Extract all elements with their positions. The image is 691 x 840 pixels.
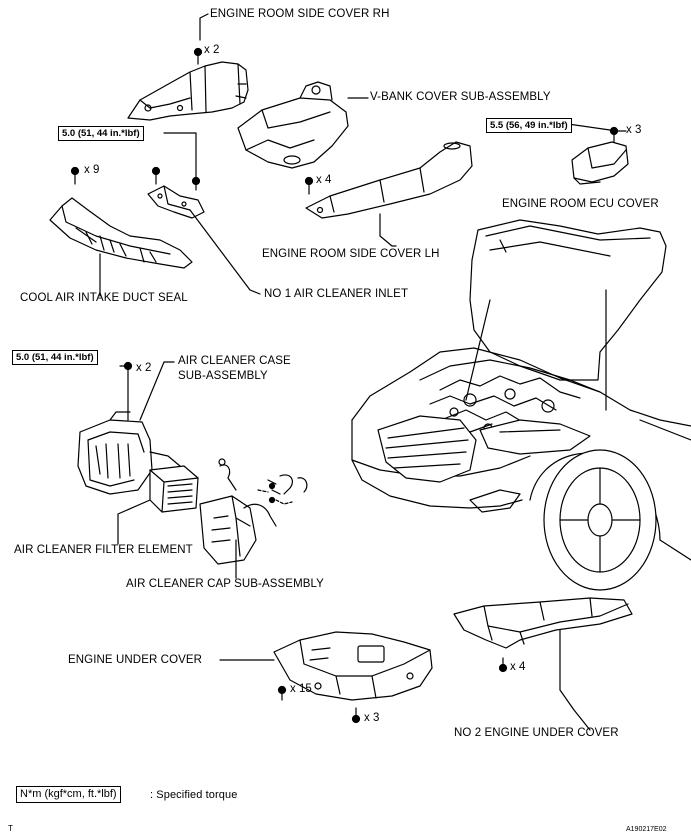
legend-description: : Specified torque xyxy=(150,789,238,801)
cool-air-intake-duct-seal-part xyxy=(49,197,193,269)
ecu-cover-part xyxy=(571,141,629,185)
label-engine-room-side-cover-lh: ENGINE ROOM SIDE COVER LH xyxy=(262,248,440,260)
vehicle-front-part xyxy=(351,219,691,591)
leader-inlet xyxy=(189,209,261,295)
qty-duct-seal-clips: x 9 xyxy=(84,164,100,176)
legend-torque-box: N*m (kgf*cm, ft.*lbf) xyxy=(16,786,121,803)
label-air-cleaner-case-line2: SUB-ASSEMBLY xyxy=(178,370,268,382)
air-cleaner-case-part xyxy=(77,411,181,495)
qty-no2-under-cover-bolts: x 4 xyxy=(510,661,526,673)
engine-room-side-cover-rh-part xyxy=(127,61,249,121)
label-cool-air-intake-duct-seal: COOL AIR INTAKE DUCT SEAL xyxy=(20,292,188,304)
label-v-bank-cover: V-BANK COVER SUB-ASSEMBLY xyxy=(370,91,551,103)
no2-under-cover-bolt xyxy=(498,657,508,673)
leader-case xyxy=(139,361,175,421)
duct-seal-clip xyxy=(70,166,80,185)
leader-lh-cover xyxy=(379,213,397,247)
leader-inlet-torque xyxy=(163,132,197,179)
engine-room-side-cover-lh-part xyxy=(305,141,473,219)
engine-under-cover-part xyxy=(273,631,433,701)
label-engine-room-side-cover-rh: ENGINE ROOM SIDE COVER RH xyxy=(210,8,390,20)
label-air-cleaner-cap: AIR CLEANER CAP SUB-ASSEMBLY xyxy=(126,578,324,590)
v-bank-cover-part xyxy=(237,81,349,169)
label-air-cleaner-filter-element: AIR CLEANER FILTER ELEMENT xyxy=(14,544,193,556)
label-engine-under-cover: ENGINE UNDER COVER xyxy=(68,654,203,666)
torque-inlet: 5.0 (51, 44 in.*lbf) xyxy=(58,126,144,141)
label-no1-air-cleaner-inlet: NO 1 AIR CLEANER INLET xyxy=(264,288,409,300)
qty-air-cleaner-case-bolts: x 2 xyxy=(136,362,152,374)
leader-no2-under-cover xyxy=(559,629,591,731)
under-cover-bolt-b xyxy=(351,707,361,724)
footer-left-mark: T xyxy=(8,824,13,833)
no1-air-cleaner-inlet-part xyxy=(147,185,205,219)
leader-rh-cover xyxy=(199,13,209,41)
qty-lh-cover-bolts: x 4 xyxy=(316,174,332,186)
air-cleaner-cap-part xyxy=(199,458,308,565)
leader-filter xyxy=(117,499,151,545)
qty-rh-cover-bolts: x 2 xyxy=(204,44,220,56)
under-cover-bolt-a xyxy=(277,685,287,701)
leader-ecu-torque xyxy=(567,123,611,131)
rh-cover-bolt xyxy=(193,47,203,65)
figure-id: A190217E02 xyxy=(626,826,667,833)
inlet-bolt xyxy=(191,176,201,191)
label-engine-room-ecu-cover: ENGINE ROOM ECU COVER xyxy=(502,198,659,210)
air-cleaner-filter-element-part xyxy=(149,465,199,513)
label-air-cleaner-case-line1: AIR CLEANER CASE xyxy=(178,355,291,367)
air-cleaner-case-bolt xyxy=(123,361,133,421)
torque-air-cleaner-case: 5.0 (51, 44 in.*lbf) xyxy=(12,350,98,365)
qty-under-cover-bolts-a: x 15 xyxy=(290,683,312,695)
ecu-cover-bolt xyxy=(609,126,627,143)
torque-ecu-cover: 5.5 (56, 49 in.*lbf) xyxy=(486,118,572,133)
qty-under-cover-bolts-b: x 3 xyxy=(364,712,380,724)
qty-ecu-cover-bolts: x 3 xyxy=(626,124,642,136)
label-no2-engine-under-cover: NO 2 ENGINE UNDER COVER xyxy=(454,727,619,739)
lh-cover-bolt xyxy=(304,176,314,195)
no2-engine-under-cover-part xyxy=(453,597,633,649)
inlet-clip-top xyxy=(151,166,161,185)
